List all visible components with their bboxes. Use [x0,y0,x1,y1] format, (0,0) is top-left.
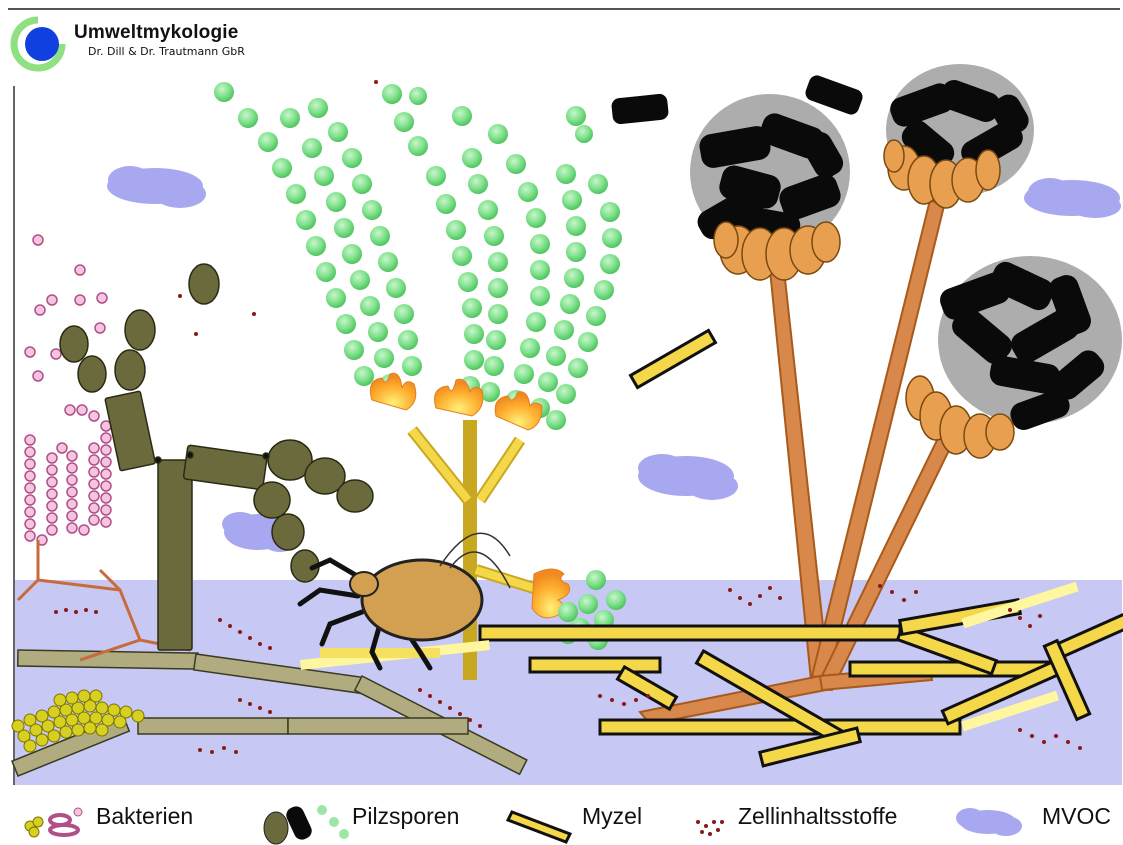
bacteria-legend-icon [25,808,82,837]
spore-chain [280,108,400,394]
header-rule [8,8,1120,10]
legend-label-bakterien: Bakterien [96,803,193,830]
header: Umweltmykologie Dr. Dill & Dr. Trautmann… [0,0,1123,82]
myzel-legend-icon [508,812,570,842]
legend-label-pilzsporen: Pilzsporen [352,803,459,830]
bacteria-chain [25,405,111,545]
green-spore-chains [214,82,622,430]
brand-title: Umweltmykologie [74,22,239,44]
spore-chain [308,98,422,376]
spore-chain [546,174,622,430]
black-spores [611,73,1109,433]
cell-contents-legend-icon [696,820,724,836]
legend: Bakterien Pilzsporen Myzel Zellinhaltsst… [0,788,1123,845]
vesicle [714,222,840,280]
mvoc-cloud [638,454,738,500]
company-logo [8,14,68,74]
legend-label-zellinhaltsstoffe: Zellinhaltsstoffe [738,803,897,830]
legend-label-mvoc: MVOC [1042,803,1111,830]
brand-subtitle: Dr. Dill & Dr. Trautmann GbR [88,45,245,58]
spores-legend-icon [264,804,349,844]
mvoc-legend-icon [956,808,1022,836]
mvoc-cloud [107,166,206,208]
legend-label-myzel: Myzel [582,803,642,830]
mvoc-cloud [1024,178,1121,218]
spore-chain [382,84,484,396]
